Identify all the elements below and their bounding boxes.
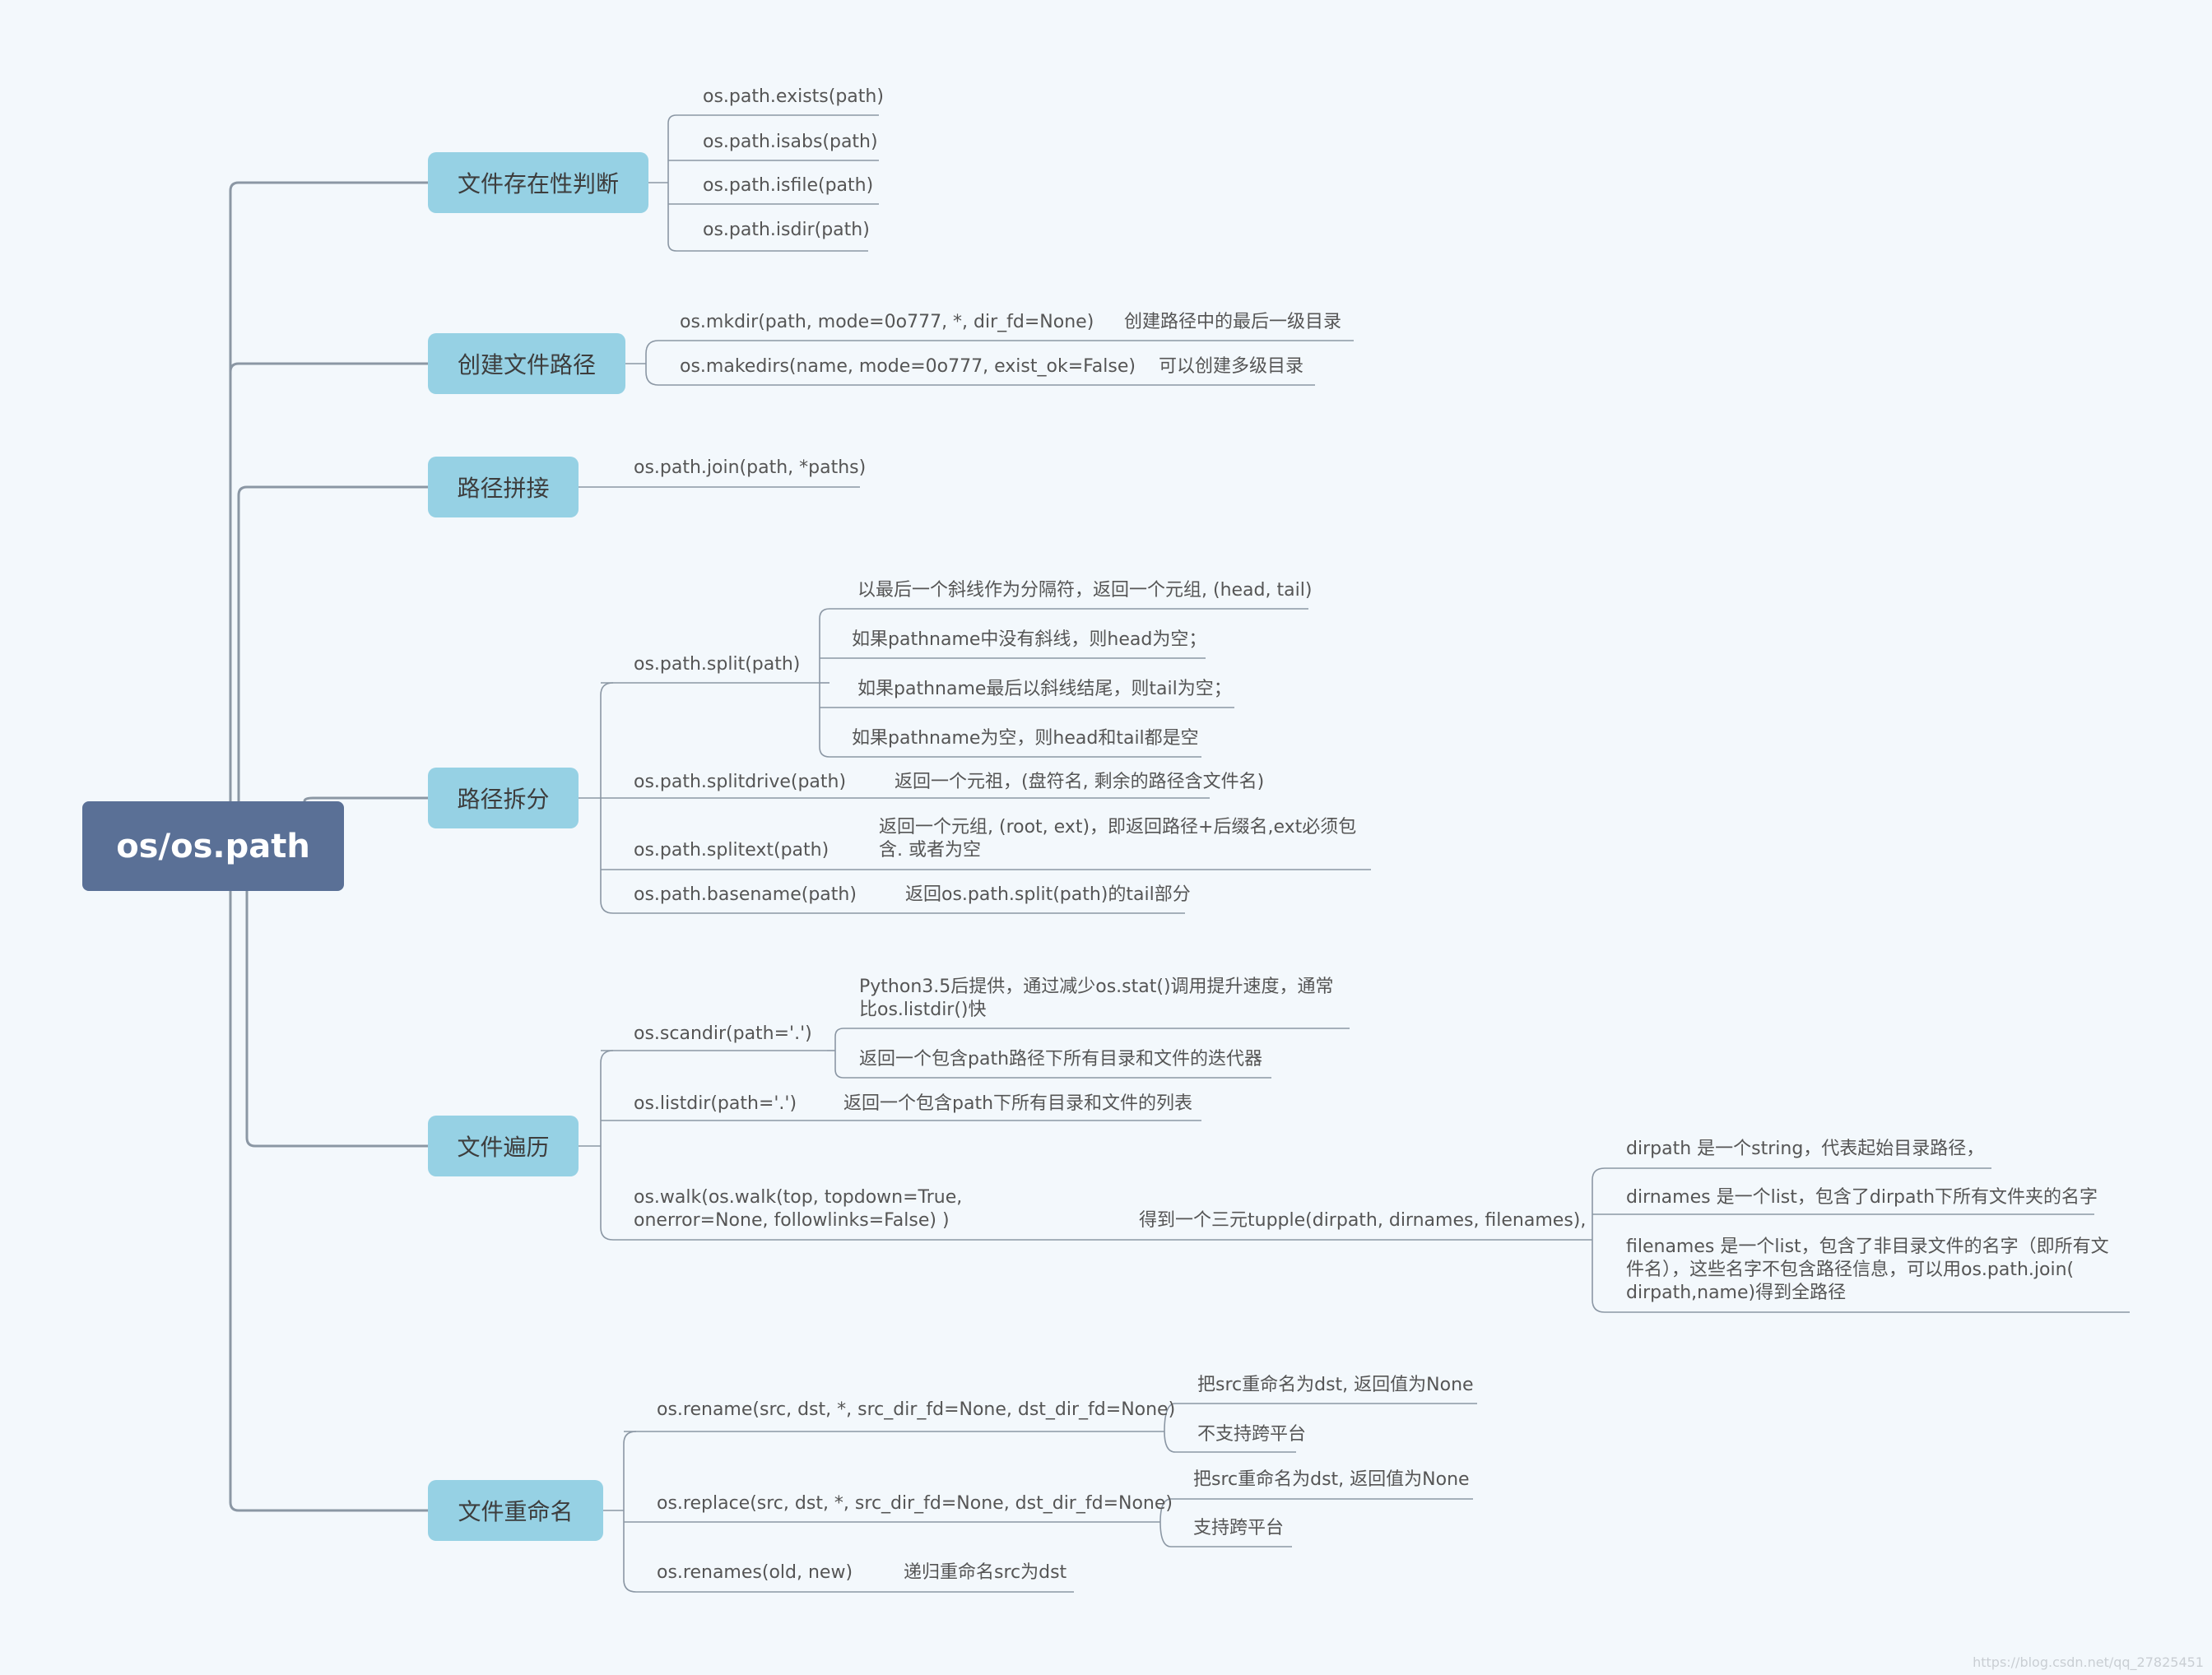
branch-create-path[interactable]: 创建文件路径: [428, 333, 625, 394]
node-walk[interactable]: os.walk(os.walk(top, topdown=True, onerr…: [634, 1187, 963, 1231]
node-path-isabs[interactable]: os.path.isabs(path): [703, 132, 878, 152]
node-path-split[interactable]: os.path.split(path): [634, 654, 801, 675]
node-walk-dirpath[interactable]: dirpath 是一个string，代表起始目录路径，: [1626, 1139, 1985, 1159]
node-path-exists[interactable]: os.path.exists(path): [703, 86, 884, 107]
branch-file-traverse[interactable]: 文件遍历: [428, 1116, 579, 1176]
node-walk-dirnames[interactable]: dirnames 是一个list，包含了dirpath下所有文件夹的名字: [1626, 1187, 2098, 1208]
branch-path-split[interactable]: 路径拆分: [428, 768, 579, 828]
node-renames-desc[interactable]: 递归重命名src为dst: [904, 1562, 1067, 1583]
node-walk-filenames[interactable]: filenames 是一个list，包含了非目录文件的名字（即所有文件名），这些…: [1626, 1237, 2109, 1303]
node-replace-desc-1[interactable]: 把src重命名为dst, 返回值为None: [1193, 1469, 1470, 1490]
node-renames[interactable]: os.renames(old, new): [657, 1562, 853, 1583]
node-rename-desc-1[interactable]: 把src重命名为dst, 返回值为None: [1197, 1375, 1474, 1395]
node-path-isdir[interactable]: os.path.isdir(path): [703, 220, 870, 240]
node-rename-desc-2[interactable]: 不支持跨平台: [1197, 1424, 1307, 1445]
node-replace-desc-2[interactable]: 支持跨平台: [1193, 1518, 1285, 1538]
node-listdir[interactable]: os.listdir(path='.'): [634, 1093, 797, 1114]
node-scandir[interactable]: os.scandir(path='.'): [634, 1023, 812, 1044]
node-split-desc-3[interactable]: 如果pathname最后以斜线结尾，则tail为空；: [857, 679, 1232, 699]
node-scandir-desc-1[interactable]: Python3.5后提供，通过减少os.stat()调用提升速度，通常比os.l…: [859, 977, 1334, 1020]
node-path-basename[interactable]: os.path.basename(path): [634, 884, 857, 905]
node-makedirs-desc[interactable]: 可以创建多级目录: [1159, 356, 1304, 377]
node-path-splitext[interactable]: os.path.splitext(path): [634, 840, 830, 861]
branch-file-rename[interactable]: 文件重命名: [428, 1480, 603, 1541]
node-split-desc-2[interactable]: 如果pathname中没有斜线，则head为空；: [852, 629, 1207, 650]
node-walk-desc[interactable]: 得到一个三元tupple(dirpath, dirnames, filename…: [1139, 1210, 1587, 1231]
node-splitext-desc[interactable]: 返回一个元组, (root, ext)，即返回路径+后缀名,ext必须包含. 或…: [879, 817, 1357, 861]
node-scandir-desc-2[interactable]: 返回一个包含path路径下所有目录和文件的迭代器: [859, 1049, 1263, 1069]
node-listdir-desc[interactable]: 返回一个包含path下所有目录和文件的列表: [843, 1093, 1193, 1114]
node-mkdir-desc[interactable]: 创建路径中的最后一级目录: [1124, 312, 1342, 332]
watermark: https://blog.csdn.net/qq_27825451: [1973, 1654, 2204, 1670]
node-replace[interactable]: os.replace(src, dst, *, src_dir_fd=None,…: [657, 1493, 1173, 1514]
branch-path-join[interactable]: 路径拼接: [428, 457, 579, 517]
node-split-desc-4[interactable]: 如果pathname为空，则head和tail都是空: [852, 728, 1199, 749]
node-splitdrive-desc[interactable]: 返回一个元祖，(盘符名, 剩余的路径含文件名): [895, 772, 1265, 792]
branch-file-exists[interactable]: 文件存在性判断: [428, 152, 648, 213]
node-path-isfile[interactable]: os.path.isfile(path): [703, 175, 874, 196]
node-makedirs[interactable]: os.makedirs(name, mode=0o777, exist_ok=F…: [680, 356, 1136, 377]
node-mkdir[interactable]: os.mkdir(path, mode=0o777, *, dir_fd=Non…: [680, 312, 1094, 332]
root-topic[interactable]: os/os.path: [82, 801, 344, 891]
node-path-join[interactable]: os.path.join(path, *paths): [634, 457, 867, 478]
node-basename-desc[interactable]: 返回os.path.split(path)的tail部分: [905, 884, 1191, 905]
node-path-splitdrive[interactable]: os.path.splitdrive(path): [634, 772, 847, 792]
node-split-desc-1[interactable]: 以最后一个斜线作为分隔符，返回一个元组, (head, tail): [857, 580, 1313, 601]
node-rename[interactable]: os.rename(src, dst, *, src_dir_fd=None, …: [657, 1399, 1176, 1420]
